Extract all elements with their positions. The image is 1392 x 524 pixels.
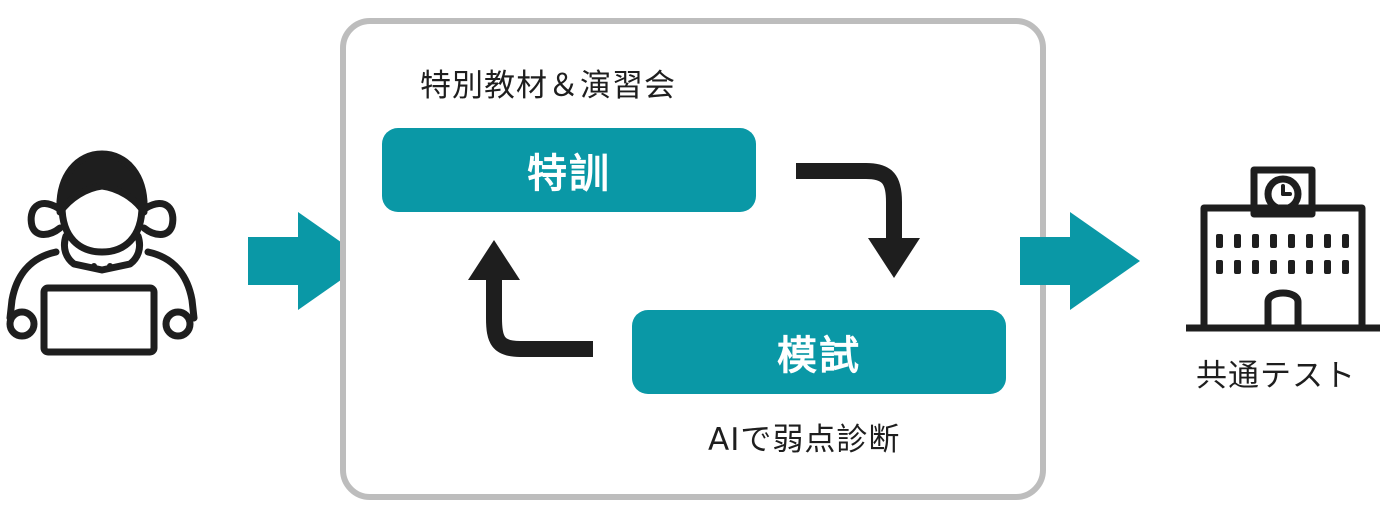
common-test-label: 共通テスト: [1196, 358, 1356, 394]
input-arrow-icon: [248, 212, 368, 310]
mock-exam-step: 模試: [632, 310, 1006, 394]
student-laptop-icon: [6, 150, 198, 356]
school-building-icon: [1186, 166, 1380, 332]
arrow-to-mock-exam-icon: [796, 163, 920, 278]
arrow-to-training-icon: [468, 240, 593, 357]
output-arrow-icon: [1020, 212, 1140, 310]
ai-diagnosis-caption: AIで弱点診断: [708, 422, 901, 458]
training-materials-caption: 特別教材＆演習会: [420, 68, 676, 104]
training-cycle-frame: [340, 18, 1046, 500]
training-step: 特訓: [382, 128, 756, 212]
